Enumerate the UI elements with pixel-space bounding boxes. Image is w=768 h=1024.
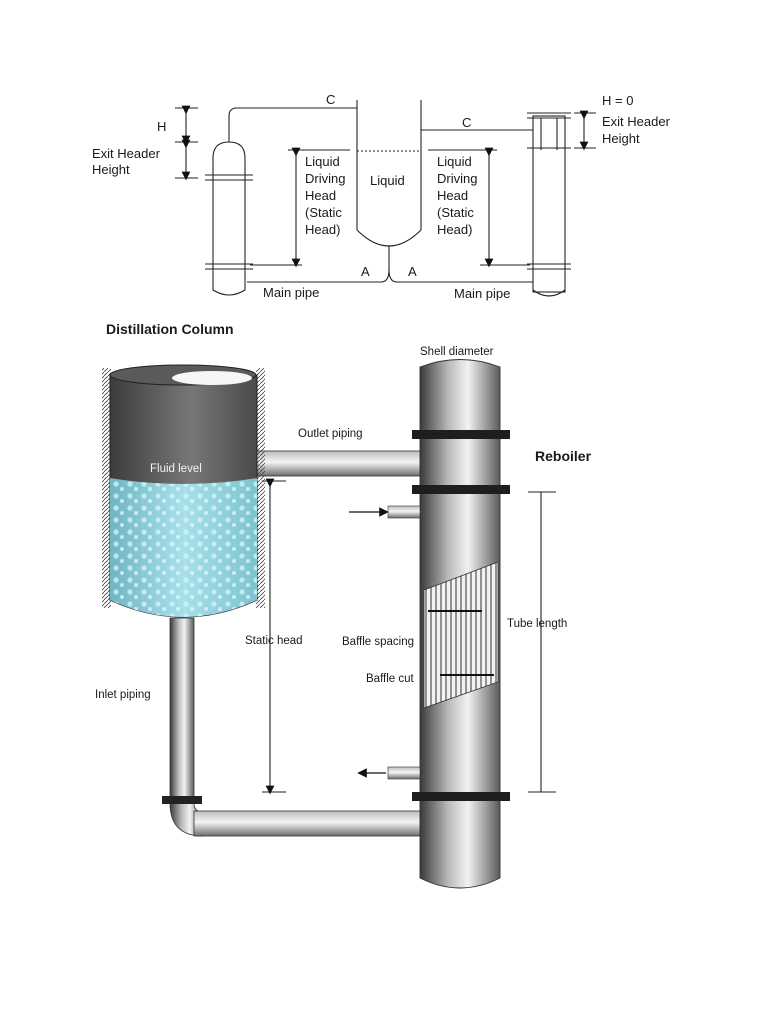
exit-header-right-line1: Exit Header (602, 114, 671, 129)
driving-head-right-l1: Liquid (437, 154, 472, 169)
driving-head-left-l1: Liquid (305, 154, 340, 169)
tube-length-dimension: Tube length (507, 491, 567, 793)
distillation-drum: Fluid level (102, 364, 265, 618)
driving-head-left-l2: Driving (305, 171, 345, 186)
nozzle-upper (387, 505, 421, 519)
distillation-column-title: Distillation Column (106, 321, 234, 337)
left-reboiler-tube (205, 107, 357, 296)
driving-head-left-l5: Head) (305, 222, 340, 237)
reboiler-shell: Shell diameter (349, 346, 510, 889)
flange-lower (412, 792, 510, 801)
exit-header-height-right: H = 0 Exit Header Height (574, 93, 671, 151)
inlet-piping-label: Inlet piping (95, 689, 151, 701)
nozzle-lower (387, 766, 421, 780)
top-schematic: H Exit Header Height C C (92, 92, 671, 301)
center-column: Liquid A A (247, 100, 533, 283)
driving-head-right-l3: Head (437, 188, 468, 203)
exit-header-height-left: Exit Header Height (92, 139, 198, 181)
reboiler-title: Reboiler (535, 448, 592, 464)
shell-diameter-label: Shell diameter (420, 346, 494, 358)
inlet-flange (162, 796, 202, 804)
driving-head-right-l5: Head) (437, 222, 472, 237)
h-zero-label: H = 0 (602, 93, 633, 108)
static-head-label: Static head (245, 635, 303, 647)
main-pipe-label-right: Main pipe (454, 286, 510, 301)
tube-length-label: Tube length (507, 618, 567, 630)
c-label-right: C (462, 115, 471, 130)
right-reboiler-tube (527, 112, 571, 297)
liquid-label: Liquid (370, 173, 405, 188)
driving-head-left: Liquid Driving Head (Static Head) (250, 147, 350, 268)
driving-head-left-l3: Head (305, 188, 336, 203)
outlet-piping-label: Outlet piping (298, 428, 363, 440)
h-label: H (157, 119, 166, 134)
h-dimension: H (157, 105, 198, 145)
main-pipe-label-left: Main pipe (263, 285, 319, 300)
a-label-left: A (361, 264, 370, 279)
exit-header-left-line2: Height (92, 162, 130, 177)
outlet-pipe (255, 450, 425, 477)
static-head-dimension: Static head (245, 478, 303, 795)
driving-head-left-l4: (Static (305, 205, 342, 220)
driving-head-right-l4: (Static (437, 205, 474, 220)
exit-header-left-line1: Exit Header (92, 146, 161, 161)
flange-top (412, 430, 510, 439)
flange-upper (412, 485, 510, 494)
c-label-left: C (326, 92, 335, 107)
driving-head-right-l2: Driving (437, 171, 477, 186)
fluid-level-label: Fluid level (150, 463, 202, 475)
driving-head-right: Liquid Driving Head (Static Head) (428, 147, 530, 268)
baffle-spacing-label: Baffle spacing (342, 636, 414, 648)
bottom-illustration: Distillation Column Fluid level Outlet p… (95, 321, 592, 889)
inlet-pipe-vertical (169, 617, 195, 804)
exit-header-right-line2: Height (602, 131, 640, 146)
inlet-pipe-horizontal (193, 810, 425, 837)
a-label-right: A (408, 264, 417, 279)
baffle-cut-label: Baffle cut (366, 673, 415, 685)
